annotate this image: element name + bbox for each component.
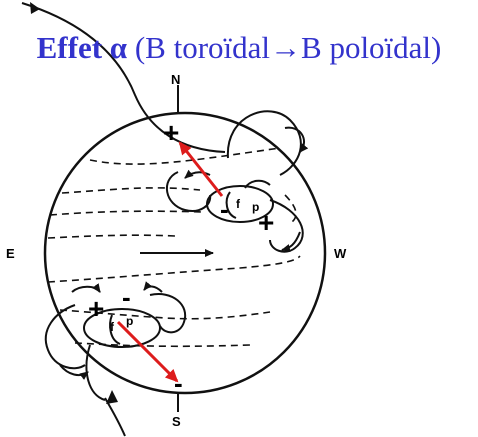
south-bipole	[46, 286, 185, 400]
north-bipole	[167, 111, 304, 251]
toroidal-field-lines	[48, 148, 300, 346]
tilt-arrow-south	[118, 322, 177, 381]
label-f-south: f	[110, 320, 115, 334]
label-north: N	[171, 72, 180, 87]
field-line-arrowhead-top	[30, 2, 40, 14]
title-rest: (B toroïdal	[127, 30, 270, 65]
minus-south-bottom: -	[174, 368, 183, 398]
plus-north-right: +	[258, 207, 274, 238]
plus-north-top: +	[163, 117, 179, 148]
plus-south: +	[88, 293, 104, 324]
title-bold-part: Effet α	[37, 30, 127, 65]
label-west: W	[334, 246, 347, 261]
label-p-south: p	[126, 314, 133, 328]
minus-south-top: -	[122, 282, 131, 312]
field-line-outer-south	[105, 398, 125, 436]
label-east: E	[6, 246, 15, 261]
minus-north: -	[220, 194, 229, 224]
label-f-north: f	[236, 197, 241, 211]
title-arrow: →	[270, 30, 301, 65]
field-line-outer-north	[22, 3, 225, 152]
slide-title: Effet α (B toroïdal→B poloïdal)	[0, 30, 478, 66]
title-end: B poloïdal)	[301, 30, 441, 65]
label-south: S	[172, 414, 181, 429]
field-line-arrowhead-bottom	[106, 390, 118, 404]
